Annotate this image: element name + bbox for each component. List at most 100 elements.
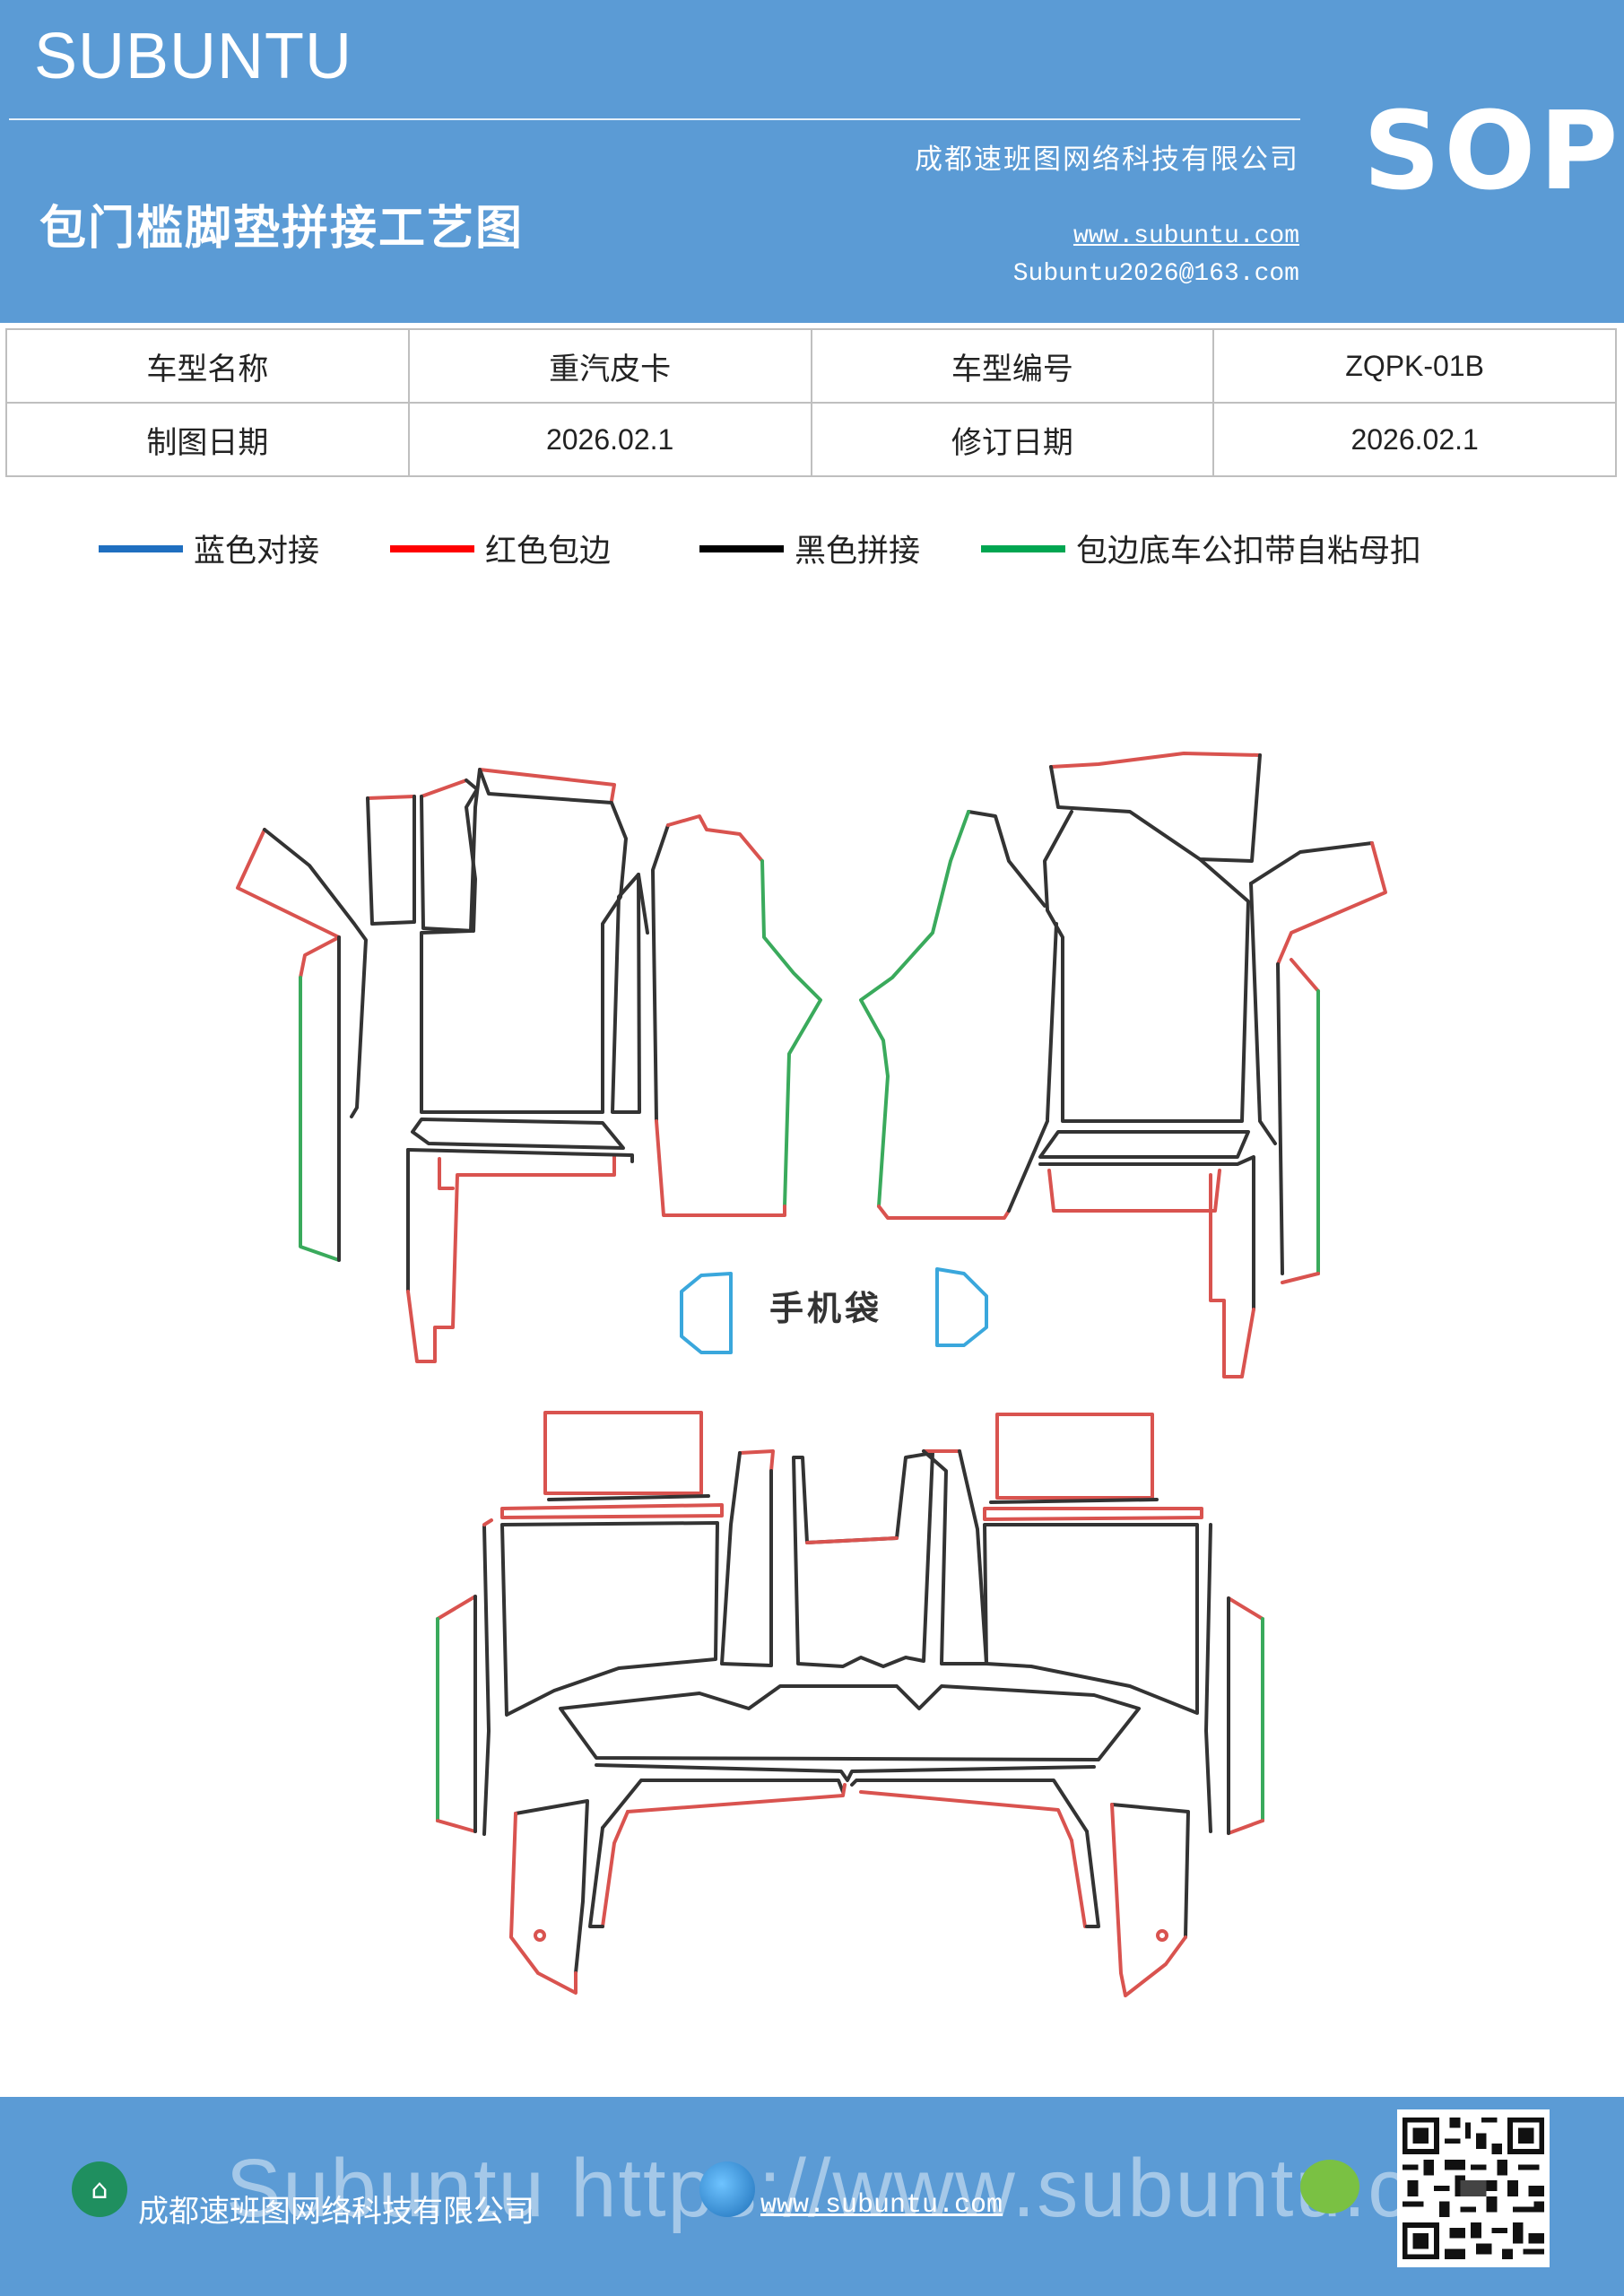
mat-piece <box>983 1507 1203 1521</box>
legend-label: 蓝色对接 <box>194 534 320 570</box>
mat-fastener <box>1156 1929 1168 1942</box>
model-no-label: 车型编号 <box>810 328 1215 404</box>
brand-name: SUBUNTU <box>34 21 353 92</box>
mat-piece <box>263 828 368 1118</box>
website-link[interactable]: www.subuntu.com <box>1073 222 1299 250</box>
mat-fastener <box>534 1929 546 1942</box>
legend-item-black: 黑色拼接 <box>699 526 920 571</box>
mat-piece <box>626 1783 847 1813</box>
mat-piece <box>859 1790 1073 1842</box>
mat-piece <box>436 1819 477 1833</box>
mat-piece <box>500 1521 719 1717</box>
mat-piece <box>1249 841 1374 885</box>
mat-piece <box>1227 1596 1264 1621</box>
legend-item-blue: 蓝色对接 <box>99 526 319 571</box>
footer-company-name: 成都速班图网络科技有限公司 <box>138 2194 534 2230</box>
mat-piece <box>514 1799 589 1975</box>
mat-piece <box>1276 962 1284 1275</box>
mat-piece <box>601 1810 630 1928</box>
phone-pocket-right <box>935 1267 988 1347</box>
phone-pocket-left <box>680 1272 733 1354</box>
model-name-value: 重汽皮卡 <box>407 328 812 404</box>
page-title: 包门槛脚垫拼接工艺图 <box>39 202 525 256</box>
table-row: 制图日期 2026.02.1 修订日期 2026.02.1 <box>5 402 1617 477</box>
mat-piece <box>995 1413 1154 1500</box>
mat-piece <box>805 1536 899 1544</box>
wechat-icon <box>1300 2160 1359 2213</box>
mat-piece <box>859 810 970 1208</box>
email-address[interactable]: Subuntu2026@163.com <box>1012 260 1299 288</box>
color-legend: 蓝色对接 红色包边 黑色拼接 包边底车公扣带自粘母扣 <box>0 526 1624 579</box>
info-table: 车型名称 重汽皮卡 车型编号 ZQPK-01B 制图日期 2026.02.1 修… <box>5 328 1617 477</box>
mat-piece <box>1227 1819 1264 1835</box>
mat-piece <box>989 1498 1159 1504</box>
mat-piece <box>406 1155 616 1363</box>
mat-piece <box>482 1518 493 1526</box>
mat-piece <box>1038 1130 1250 1159</box>
mat-piece <box>438 1157 455 1190</box>
mat-piece <box>547 1494 710 1501</box>
legend-item-red: 红色包边 <box>390 526 611 571</box>
mat-piece <box>720 1451 773 1667</box>
globe-icon <box>699 2161 755 2217</box>
legend-swatch <box>981 544 1065 552</box>
mat-piece <box>478 768 616 803</box>
mat-piece <box>1209 1173 1255 1378</box>
draw-date-label: 制图日期 <box>5 402 410 477</box>
mat-piece <box>877 1205 1011 1220</box>
mat-piece <box>236 828 341 939</box>
phone-pocket-label: 手机袋 <box>769 1289 882 1328</box>
mat-piece <box>666 814 764 863</box>
mat-piece <box>922 1449 988 1665</box>
mat-piece <box>366 795 416 926</box>
mat-piece <box>1110 1803 1190 1939</box>
mat-piece <box>601 1779 845 1830</box>
mat-piece <box>436 1595 477 1621</box>
legend-swatch <box>699 544 784 552</box>
mat-piece <box>1249 882 1277 1145</box>
footer-website-link[interactable]: www.subuntu.com <box>760 2190 1003 2221</box>
legend-swatch <box>99 544 183 552</box>
mat-piece <box>1049 753 1262 863</box>
model-name-label: 车型名称 <box>5 328 410 404</box>
mat-piece <box>366 795 416 800</box>
mat-piece <box>420 778 479 933</box>
mat-piece <box>509 1812 578 1995</box>
table-row: 车型名称 重汽皮卡 车型编号 ZQPK-01B <box>5 328 1617 404</box>
company-name: 成都速班图网络科技有限公司 <box>915 144 1299 176</box>
company-logo-icon: ⌂ <box>72 2161 127 2217</box>
mat-piece <box>411 1118 625 1150</box>
mat-piece <box>500 1503 724 1519</box>
mat-piece <box>1085 1830 1100 1928</box>
mat-piece <box>420 768 628 1114</box>
qr-code-icon <box>1397 2109 1550 2267</box>
sop-badge: SOP <box>1363 90 1622 214</box>
mat-piece <box>655 1119 786 1217</box>
mat-piece <box>1007 1119 1049 1213</box>
mat-piece <box>595 1763 1096 1782</box>
legend-label: 黑色拼接 <box>795 534 921 570</box>
revise-date-label: 修订日期 <box>810 402 1215 477</box>
mat-piece <box>983 1523 1199 1715</box>
draw-date-value: 2026.02.1 <box>407 402 812 477</box>
mat-piece <box>299 976 341 1262</box>
mat-piece <box>1049 752 1262 769</box>
revise-date-value: 2026.02.1 <box>1212 402 1617 477</box>
model-no-value: ZQPK-01B <box>1212 328 1617 404</box>
mat-piece <box>1043 810 1250 1123</box>
mat-piece <box>543 1411 703 1495</box>
mat-piece <box>611 873 641 1114</box>
mat-piece <box>1070 1839 1087 1928</box>
mat-piece <box>588 1826 604 1928</box>
mat-piece <box>1204 1523 1212 1833</box>
mat-piece <box>406 1148 634 1163</box>
mat-piece <box>738 1449 775 1473</box>
mat-piece <box>1038 1155 1255 1311</box>
mat-piece <box>637 873 649 935</box>
footer-banner: ⌂ 成都速班图网络科技有限公司 Subuntu https://www.subu… <box>0 2097 1624 2296</box>
mat-piece <box>967 810 1046 908</box>
mat-piece <box>1290 958 1320 993</box>
mat-piece <box>1281 1272 1320 1284</box>
mat-piece <box>299 935 341 979</box>
mat-piece <box>482 1525 491 1836</box>
